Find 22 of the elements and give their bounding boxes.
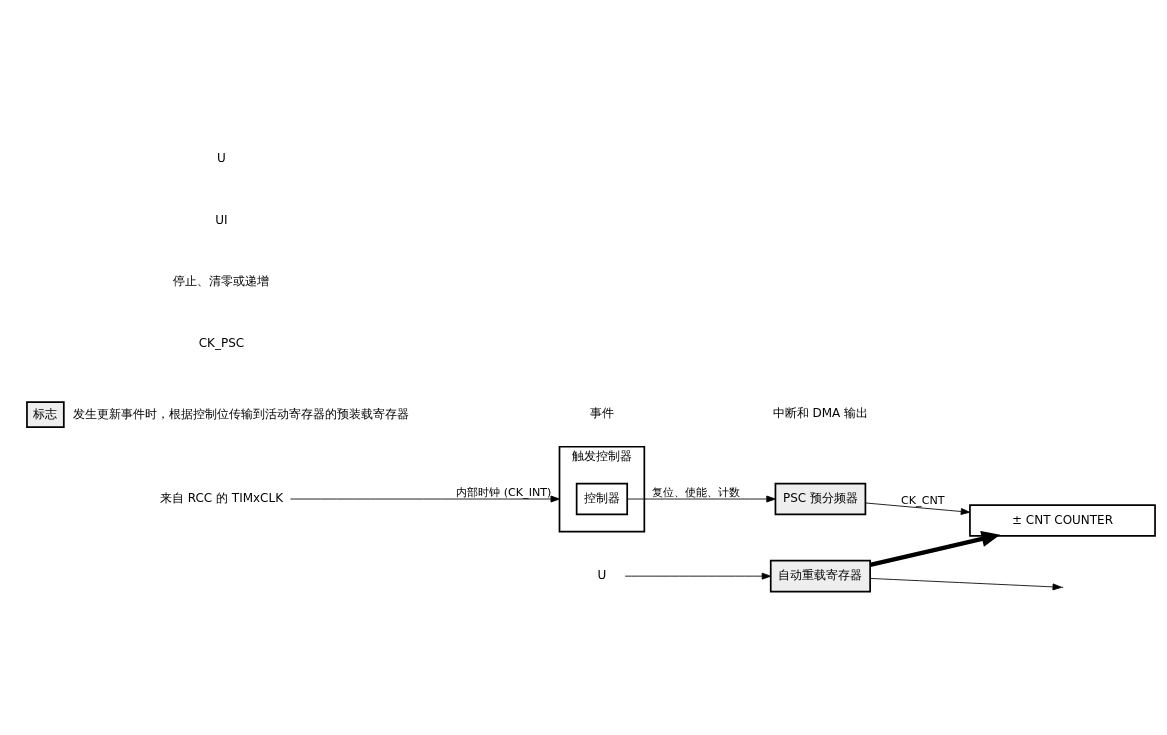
label: U [217, 151, 226, 166]
arrow [869, 578, 1062, 591]
node-box: ± CNT COUNTER [969, 504, 1156, 537]
arrow [865, 502, 971, 515]
label: CK_PSC [198, 336, 245, 351]
node-box: PSC 预分频器 [774, 482, 867, 516]
node-box: 控制器 [575, 482, 629, 516]
arrow [626, 495, 776, 503]
node-box: 自动重载寄存器 [769, 559, 871, 593]
edge-label: 内部时钟 (CK_INT) [456, 485, 552, 499]
legend-label: 事件 [589, 406, 614, 421]
arrow [869, 530, 1001, 567]
edge-label: 复位、使能、计数 [652, 485, 741, 499]
arrow [290, 495, 560, 503]
node-label: 发生更新事件时，根据控制位传输到活动寄存器的预装载寄存器 [73, 406, 410, 421]
label: UI [215, 212, 228, 227]
node-text: 来自 RCC 的 TIMxCLK [159, 491, 284, 506]
node-text: U [597, 568, 607, 583]
legend-label: 中断和 DMA 输出 [772, 406, 869, 421]
arrow [624, 572, 772, 580]
label: 停止、清零或递增 [173, 274, 270, 289]
edge-label: CK_CNT [901, 493, 945, 507]
